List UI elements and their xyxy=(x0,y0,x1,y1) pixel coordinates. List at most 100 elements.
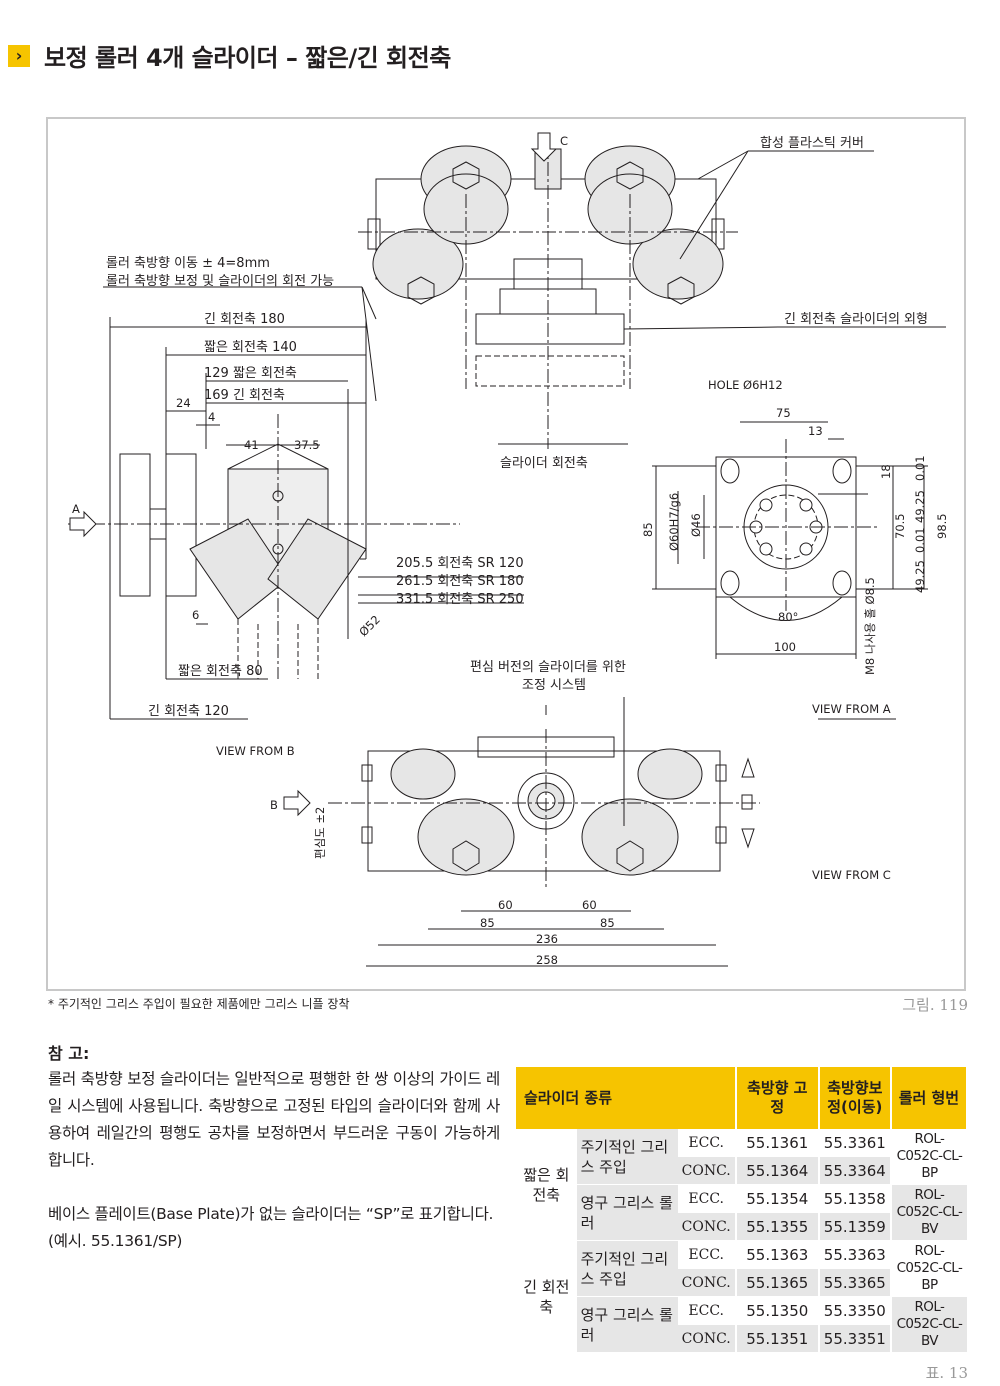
side-view xyxy=(68,317,524,720)
dim-18-label: 18 xyxy=(879,464,893,479)
page-title: 보정 롤러 4개 슬라이더 – 짧은/긴 회전축 xyxy=(44,44,451,72)
axial-move-label: 롤러 축방향 이동 ± 4=8mm xyxy=(106,256,270,271)
dim-46-label: Ø46 xyxy=(689,513,703,537)
bottom-view xyxy=(283,697,760,967)
dim-60a-label: 60 xyxy=(498,898,513,912)
table-row: 영구 그리스 롤러 ECC. 55.1354 55.1358 ROL-C052C… xyxy=(516,1184,967,1241)
mode-cell: ECC. xyxy=(677,1240,736,1269)
notes-paragraph-2: 베이스 플레이트(Base Plate)가 없는 슬라이더는 “SP”로 표기합… xyxy=(48,1205,494,1223)
dim-001a-label: 0.01 xyxy=(913,455,927,481)
dim-85a-label: 85 xyxy=(480,916,495,930)
axial-note-label: 롤러 축방향 보정 및 슬라이더의 회전 가능 xyxy=(106,274,334,289)
sub-type-label: 주기적인 그리스 주입 xyxy=(576,1129,678,1185)
dim-60b-label: 60 xyxy=(582,898,597,912)
mode-cell: CONC. xyxy=(677,1156,736,1185)
dim-24-label: 24 xyxy=(176,396,191,410)
dim-001b-label: 0.01 xyxy=(913,527,927,553)
sub-type-label: 주기적인 그리스 주입 xyxy=(576,1240,678,1297)
comp-cell: 55.3361 xyxy=(817,1129,891,1157)
table-number: 표. 13 xyxy=(925,1364,968,1382)
table-row: CONC. 55.1355 55.1359 xyxy=(516,1212,967,1241)
dim-41-label: 41 xyxy=(244,438,259,452)
mode-cell: CONC. xyxy=(677,1268,736,1297)
flange-view xyxy=(652,421,928,720)
dim-13-label: 13 xyxy=(808,424,823,438)
dim-60-label: Ø60H7/g6 xyxy=(667,493,681,551)
fixed-cell: 55.1363 xyxy=(734,1240,819,1269)
view-a-label: VIEW FROM A xyxy=(812,702,891,716)
fixed-cell: 55.1365 xyxy=(734,1268,819,1297)
c-arrow-label: C xyxy=(560,134,568,148)
table-row: CONC. 55.1351 55.3351 xyxy=(516,1324,967,1353)
header-fixed: 축방향 고정 xyxy=(735,1067,820,1129)
group-label: 짧은 회전축 xyxy=(516,1129,577,1241)
long-120-label: 긴 회전축 120 xyxy=(148,704,229,719)
dim-985-label: 98.5 xyxy=(935,513,949,539)
a-arrow-label: A xyxy=(72,502,80,516)
top-view xyxy=(103,132,946,449)
dim-258-label: 258 xyxy=(536,953,558,967)
technical-drawing: C 합성 플라스틱 커버 롤러 축방향 이동 ± 4=8mm 롤러 축방향 보정… xyxy=(46,117,966,991)
roller-cell: ROL-C052C-CL-BV xyxy=(889,1184,967,1241)
notes-paragraph-3: (예시. 55.1361/SP) xyxy=(48,1232,183,1250)
dim-6-label: 6 xyxy=(192,608,199,622)
short-140-label: 짧은 회전축 140 xyxy=(204,340,297,355)
mode-cell: ECC. xyxy=(677,1184,736,1213)
sr120-label: 205.5 회전축 SR 120 xyxy=(396,556,524,571)
dim-80deg-label: 80° xyxy=(778,610,798,624)
roller-cell: ROL-C052C-CL-BP xyxy=(889,1129,967,1185)
comp-cell: 55.3365 xyxy=(817,1268,891,1297)
dim-85v-label: 85 xyxy=(641,522,655,537)
notes-body: 롤러 축방향 보정 슬라이더는 일반적으로 평행한 한 쌍 이상의 가이드 레일… xyxy=(48,1066,500,1255)
fixed-cell: 55.1354 xyxy=(734,1184,819,1213)
mode-cell: CONC. xyxy=(677,1324,736,1353)
sub-type-label: 영구 그리스 롤러 xyxy=(576,1296,678,1353)
dim-85b-label: 85 xyxy=(600,916,615,930)
notes-heading: 참 고: xyxy=(48,1044,90,1063)
dim-4925b-label: 49.25 xyxy=(913,560,927,593)
view-c-label: VIEW FROM C xyxy=(812,868,891,882)
view-b-label: VIEW FROM B xyxy=(216,744,295,758)
comp-cell: 55.1358 xyxy=(817,1184,891,1213)
comp-cell: 55.3363 xyxy=(817,1240,891,1269)
fixed-cell: 55.1351 xyxy=(734,1324,819,1353)
table-row: 짧은 회전축 주기적인 그리스 주입 ECC. 55.1361 55.3361 … xyxy=(516,1129,967,1241)
header-type: 슬라이더 종류 xyxy=(516,1067,737,1129)
dim-169-label: 169 긴 회전축 xyxy=(204,388,285,403)
m8-label: M8 나사용 홀 Ø8.5 xyxy=(863,577,877,675)
mode-cell: ECC. xyxy=(677,1296,736,1325)
dim-4925a-label: 49.25 xyxy=(913,490,927,523)
mode-cell: CONC. xyxy=(677,1212,736,1241)
footnote: * 주기적인 그리스 주입이 필요한 제품에만 그리스 니플 장착 xyxy=(48,997,350,1011)
slider-spec-table: 슬라이더 종류 축방향 고정 축방향보정(이동) 롤러 형번 짧은 회전축 주기… xyxy=(516,1067,969,1353)
comp-cell: 55.3351 xyxy=(817,1324,891,1353)
table-row: CONC. 55.1364 55.3364 xyxy=(516,1156,967,1185)
page-header: › 보정 롤러 4개 슬라이더 – 짧은/긴 회전축 xyxy=(8,38,451,73)
comp-cell: 55.3350 xyxy=(817,1296,891,1325)
drawing-labels: C 합성 플라스틱 커버 롤러 축방향 이동 ± 4=8mm 롤러 축방향 보정… xyxy=(72,134,949,967)
eccentric-2-label: 조정 시스템 xyxy=(522,678,586,693)
fixed-cell: 55.1350 xyxy=(734,1296,819,1325)
group-label: 긴 회전축 xyxy=(516,1240,577,1353)
chevron-right-icon: › xyxy=(8,44,30,67)
roller-cell: ROL-C052C-CL-BV xyxy=(889,1296,967,1353)
slider-axis-label: 슬라이더 회전축 xyxy=(500,456,588,471)
eccentric-1-label: 편심 버전의 슬라이더를 위한 xyxy=(470,660,626,675)
dim-236-label: 236 xyxy=(536,932,558,946)
drawing-svg: C 합성 플라스틱 커버 롤러 축방향 이동 ± 4=8mm 롤러 축방향 보정… xyxy=(68,132,949,967)
sub-type-label: 영구 그리스 롤러 xyxy=(576,1184,678,1241)
long-180-label: 긴 회전축 180 xyxy=(204,312,285,327)
dim-75-label: 75 xyxy=(776,406,791,420)
b-arrow-label: B xyxy=(270,798,278,812)
dim-375-label: 37.5 xyxy=(294,438,320,452)
table-row: 긴 회전축 주기적인 그리스 주입 ECC. 55.1363 55.3363 R… xyxy=(516,1240,967,1353)
header-comp: 축방향보정(이동) xyxy=(818,1067,892,1129)
dim-100-label: 100 xyxy=(774,640,796,654)
dim-129-label: 129 짧은 회전축 xyxy=(204,366,297,381)
comp-cell: 55.1359 xyxy=(817,1212,891,1241)
figure-number: 그림. 119 xyxy=(902,996,968,1014)
table-row: CONC. 55.1365 55.3365 xyxy=(516,1268,967,1297)
fixed-cell: 55.1361 xyxy=(734,1129,819,1157)
dim-4-label: 4 xyxy=(208,410,215,424)
roller-cell: ROL-C052C-CL-BP xyxy=(889,1240,967,1297)
